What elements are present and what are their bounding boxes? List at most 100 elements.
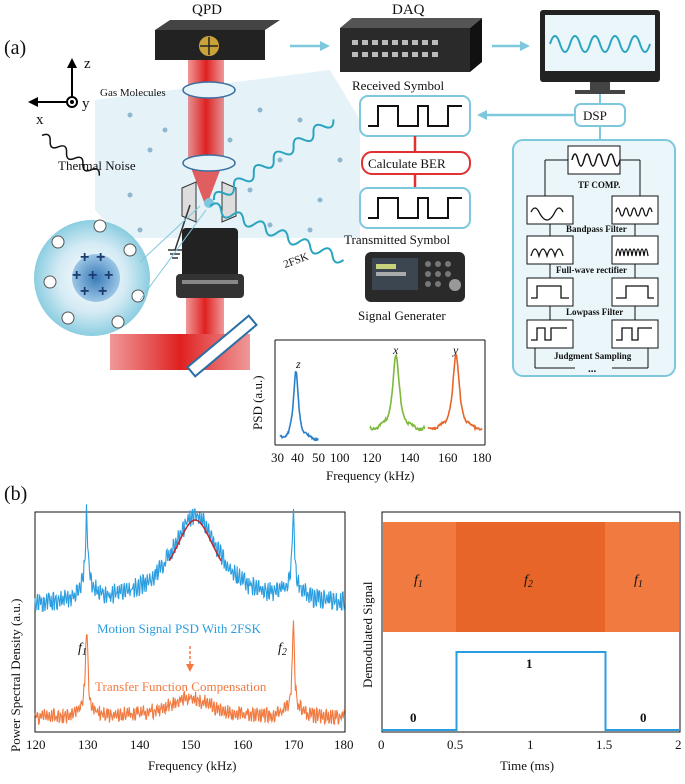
left-xtick: 130 (78, 737, 98, 752)
psd-peak-x (369, 353, 426, 432)
left-xtick: 180 (334, 737, 354, 752)
psd-label-z: z (295, 357, 301, 371)
psd-xtick: 180 (472, 450, 492, 465)
psd-xlabel: Frequency (kHz) (326, 468, 414, 483)
signal-generator (365, 252, 465, 302)
demod-plot-right (381, 511, 681, 733)
thermal-noise-label: Thermal Noise (58, 158, 136, 173)
bit-0-b: 0 (640, 710, 647, 725)
f2-label-left: f2 (278, 641, 287, 658)
ber-label: Calculate BER (368, 156, 446, 171)
qpd-device (155, 20, 280, 60)
transmitted-symbol-wave (368, 197, 462, 219)
right-xtick: 0 (378, 737, 385, 752)
dsp-fullwave: Full-wave rectifier (556, 265, 627, 275)
dsp-bandpass: Bandpass Filter (566, 224, 627, 234)
zoom-line-2 (139, 209, 207, 301)
left-xtick: 170 (284, 737, 304, 752)
axis-y-label: y (82, 96, 90, 112)
dsp-judgment: Judgment Sampling (554, 351, 632, 361)
psd-left-ylabel: Power Spectral Density (a.u.) (8, 599, 23, 752)
transfer-function-text: Transfer Function Compensation (95, 679, 267, 694)
svg-text:+: + (80, 283, 89, 300)
bit-0-a: 0 (410, 710, 417, 725)
panel-b-label: (b) (4, 483, 27, 505)
svg-text:+: + (72, 267, 81, 284)
axis-z-label: z (84, 56, 91, 72)
psd-ylabel: PSD (a.u.) (250, 375, 265, 430)
dsp-flow-panel (512, 126, 676, 377)
psd-xtick: 30 (271, 450, 284, 465)
received-symbol-box (359, 95, 471, 137)
right-xtick: 0.5 (447, 737, 463, 752)
transmitted-symbol-label: Transmitted Symbol (344, 232, 450, 247)
transmitted-symbol-box (359, 187, 471, 229)
panel-a-label: (a) (4, 37, 26, 59)
svg-text:+: + (104, 267, 113, 284)
laser-beam-top (188, 55, 224, 165)
axis-x-label: x (36, 112, 44, 128)
daq-label: DAQ (392, 2, 425, 18)
demod-ylabel: Demodulated Signal (360, 581, 375, 688)
bit-1: 1 (526, 656, 533, 671)
psd-label-y: y (452, 343, 459, 357)
psd-plot-left (34, 504, 346, 733)
svg-text:+: + (80, 249, 89, 266)
psd-peak-y (427, 352, 483, 432)
mirror (186, 314, 258, 378)
psd-motion-curve (34, 504, 345, 612)
psd-fit-curve (168, 519, 222, 562)
received-wave (212, 119, 335, 201)
arrow-qpd-daq-head (320, 41, 330, 51)
qpd-label: QPD (192, 2, 222, 18)
seg-label-f1a: f1 (414, 573, 423, 590)
psd-xtick: 100 (330, 450, 350, 465)
svg-text:+: + (98, 283, 107, 300)
dsp-tf-comp: TF COMP. (578, 180, 620, 190)
zoomed-particle: ++ +++ ++ (34, 219, 150, 336)
lens-top (182, 81, 236, 99)
segment-f2 (456, 522, 605, 632)
objective-lens (176, 228, 244, 298)
left-xtick: 160 (233, 737, 253, 752)
demod-signal-line (382, 651, 680, 731)
segment-f1-b (605, 522, 679, 632)
lens-middle (182, 154, 236, 172)
psd-xtick: 160 (438, 450, 458, 465)
dsp-lowpass: Lowpass Filter (566, 307, 623, 317)
signal-generator-label: Signal Generater (358, 308, 446, 323)
seg-label-f2: f2 (524, 573, 533, 590)
psd-inset (274, 339, 486, 446)
gas-molecules (127, 107, 343, 233)
monitor (540, 10, 660, 94)
right-xticks: 0 0.5 1 1.5 2 (378, 737, 682, 752)
left-xlabel: Frequency (kHz) (148, 758, 236, 773)
motion-psd-text: Motion Signal PSD With 2FSK (97, 621, 262, 636)
received-symbol-label: Received Symbol (352, 78, 444, 93)
laser-beam-bottom (186, 298, 224, 334)
left-xtick: 150 (181, 737, 201, 752)
dsp-ellipsis: ... (588, 363, 597, 375)
svg-text:+: + (88, 267, 97, 284)
psd-label-x: x (392, 343, 399, 357)
gas-chamber (95, 70, 360, 238)
psd-peak-z (279, 370, 319, 442)
psd-xtick: 40 (291, 450, 304, 465)
psd-xtick: 120 (362, 450, 382, 465)
thermal-noise-wave (41, 133, 101, 176)
right-xtick: 1 (527, 737, 534, 752)
gas-molecules-label: Gas Molecules (100, 87, 166, 99)
segment-f1-a (383, 522, 456, 632)
received-symbol-wave (368, 105, 462, 127)
psd-xticks: 30 40 50 100 120 140 160 180 (271, 450, 492, 465)
axes-indicator (28, 58, 78, 108)
seg-label-f1b: f1 (634, 573, 643, 590)
right-xtick: 1.5 (596, 737, 612, 752)
daq-device (340, 18, 482, 72)
left-xticks: 120 130 140 150 160 170 180 (26, 737, 354, 752)
arrow-dsp-received-head (477, 110, 487, 120)
fsk-wave (209, 202, 345, 264)
zoom-line-1 (139, 205, 201, 263)
ber-box (361, 151, 471, 175)
